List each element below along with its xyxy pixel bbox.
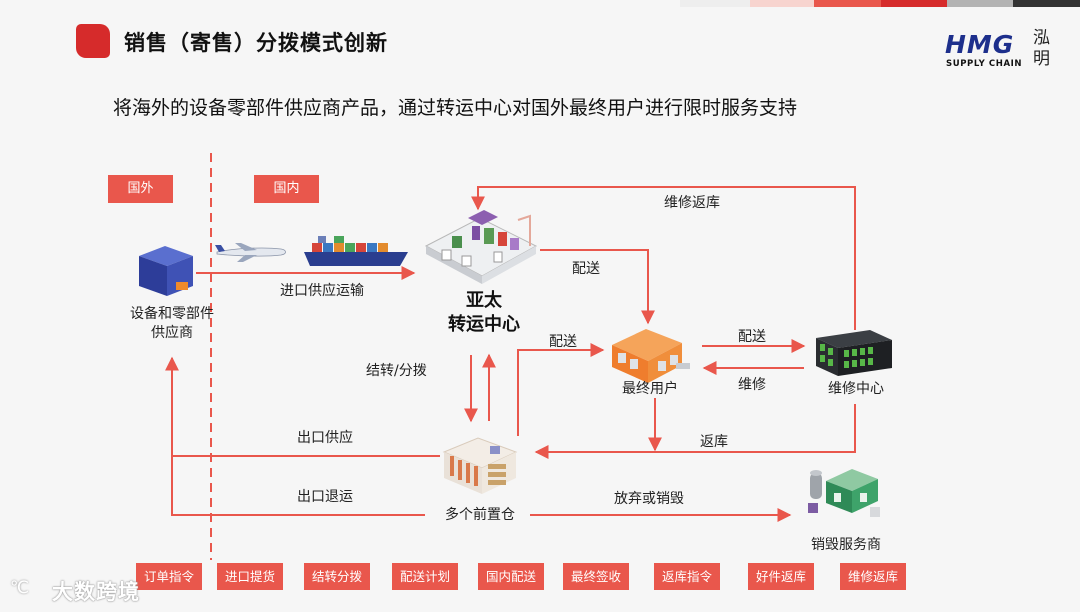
- arrow-warehouse-to-user: [518, 350, 603, 436]
- process-step: 好件返库: [748, 563, 814, 590]
- region-overseas-tag: 国外: [108, 175, 173, 203]
- node-hub-line1: 亚太: [424, 289, 544, 313]
- node-repair-center: 维修中心: [814, 380, 898, 399]
- label-return-to-wh: 返库: [700, 431, 728, 451]
- label-export-return: 出口退运: [297, 486, 353, 506]
- region-domestic-tag: 国内: [254, 175, 319, 203]
- label-import-transport: 进口供应运输: [280, 280, 364, 300]
- node-destruction-provider: 销毁服务商: [798, 536, 894, 555]
- process-step: 结转分拨: [304, 563, 370, 590]
- factory-icon: [808, 469, 880, 517]
- node-supplier: 设备和零部件 供应商: [112, 305, 232, 343]
- node-forward-warehouse: 多个前置仓: [432, 506, 528, 525]
- process-step: 维修返库: [840, 563, 906, 590]
- label-transfer-distribute: 结转/分拨: [366, 360, 427, 380]
- warehouse-isometric-icon: [426, 210, 536, 284]
- node-hub: 亚太 转运中心: [424, 289, 544, 337]
- airplane-icon: [215, 243, 286, 262]
- process-step: 配送计划: [392, 563, 458, 590]
- label-repair: 维修: [738, 374, 766, 394]
- label-repair-return-top: 维修返库: [664, 192, 720, 212]
- label-abandon-destroy: 放弃或销毁: [614, 488, 684, 508]
- cargo-ship-icon: [304, 236, 408, 266]
- orange-building-icon: [612, 329, 690, 383]
- label-deliver-user-to-repair: 配送: [738, 326, 766, 346]
- label-deliver-hub-to-user: 配送: [572, 258, 600, 278]
- process-step: 返库指令: [654, 563, 720, 590]
- node-hub-line2: 转运中心: [424, 313, 544, 337]
- process-step: 最终签收: [563, 563, 629, 590]
- shelving-warehouse-icon: [444, 438, 516, 494]
- watermark-text: 大数跨境: [52, 576, 140, 606]
- watermark-icon: ℃: [10, 578, 29, 598]
- label-export-supply: 出口供应: [297, 427, 353, 447]
- node-end-user: 最终用户: [608, 380, 692, 399]
- label-deliver-wh-to-user: 配送: [549, 331, 577, 351]
- arrow-return-to-warehouse: [536, 404, 855, 452]
- dark-building-icon: [816, 330, 892, 376]
- process-step: 国内配送: [478, 563, 544, 590]
- cube-box-icon: [139, 246, 193, 296]
- process-step: 订单指令: [136, 563, 202, 590]
- process-step: 进口提货: [217, 563, 283, 590]
